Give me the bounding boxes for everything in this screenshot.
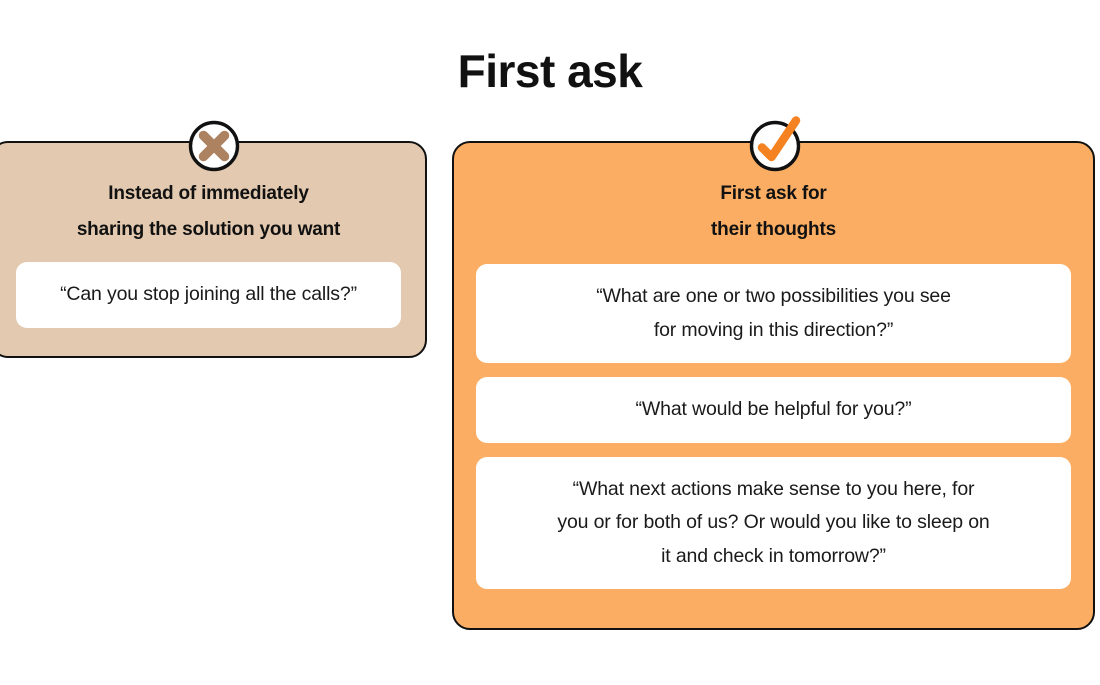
quote-line: you or for both of us? Or would you like…	[557, 511, 990, 534]
quote-line: “Can you stop joining all the calls?”	[60, 283, 357, 306]
check-circle-icon	[749, 116, 801, 172]
x-circle-icon	[188, 120, 240, 172]
quote-card: “What would be helpful for you?”	[476, 377, 1071, 443]
negative-card-heading: Instead of immediately sharing the solut…	[0, 143, 425, 248]
positive-card-heading: First ask for their thoughts	[454, 143, 1093, 248]
page-title: First ask	[457, 45, 643, 97]
quote-line: “What would be helpful for you?”	[635, 398, 912, 421]
positive-example-card: First ask for their thoughts “What are o…	[452, 141, 1095, 630]
quote-card: “Can you stop joining all the calls?”	[16, 262, 401, 328]
quote-line: it and check in tomorrow?”	[661, 544, 886, 567]
heading-line: Instead of immediately	[108, 183, 309, 204]
quote-line: for moving in this direction?”	[653, 318, 894, 341]
heading-line: sharing the solution you want	[76, 219, 341, 241]
quote-card: “What next actions make sense to you her…	[476, 456, 1071, 590]
heading-line: their thoughts	[711, 219, 836, 241]
positive-quote-list: “What are one or two possibilities you s…	[454, 264, 1093, 590]
quote-card: “What are one or two possibilities you s…	[476, 264, 1071, 364]
quote-line: “What next actions make sense to you her…	[572, 477, 975, 500]
quote-line: “What are one or two possibilities you s…	[596, 285, 951, 308]
negative-quote-list: “Can you stop joining all the calls?”	[0, 262, 425, 328]
negative-example-card: Instead of immediately sharing the solut…	[0, 141, 427, 358]
heading-line: First ask for	[720, 183, 827, 204]
